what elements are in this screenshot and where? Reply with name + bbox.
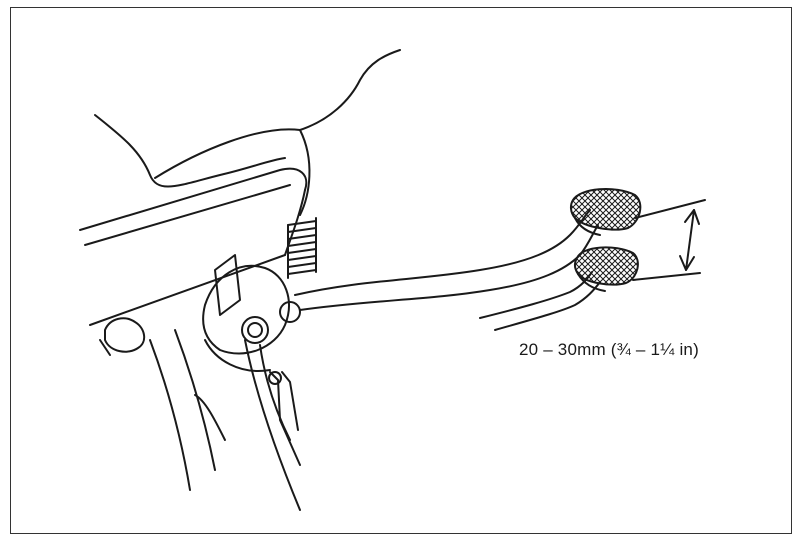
pedal-arm-upper [294, 209, 591, 296]
body-panel-outline [94, 114, 286, 188]
bracket-plate [214, 254, 241, 316]
pivot-bolt [241, 316, 269, 344]
pivot-nut [279, 301, 301, 323]
bracket-beam-mid [84, 184, 291, 246]
pedal-arm-lower-edge [299, 224, 599, 311]
pivot-hub-base [204, 339, 271, 372]
mount-bolt [104, 317, 146, 353]
actuating-rod [269, 371, 301, 466]
pivot-hub-outline [202, 264, 290, 355]
bracket-leg-right-inner [259, 344, 291, 441]
extension-line-lower [632, 272, 701, 281]
pedal-height-dimension-label: 20 – 30mm (¾ – 1¼ in) [519, 340, 699, 359]
pedal-pad-lower [573, 246, 639, 286]
pedal-pad-upper [569, 188, 642, 231]
diagram-frame [10, 7, 792, 534]
dimension-arrow-icon [685, 209, 695, 271]
return-spring-icon [287, 217, 317, 279]
bracket-leg-left [149, 339, 191, 491]
body-panel-curve [299, 49, 401, 131]
extension-line-upper [634, 199, 706, 219]
bracket-leg-right [244, 339, 301, 511]
body-panel-top [154, 128, 301, 179]
bracket-bottom [194, 394, 226, 441]
bracket-beam-top [79, 167, 308, 231]
bracket-leg-inner [174, 329, 216, 471]
bracket-end [284, 189, 306, 256]
body-panel-lower [299, 129, 311, 216]
